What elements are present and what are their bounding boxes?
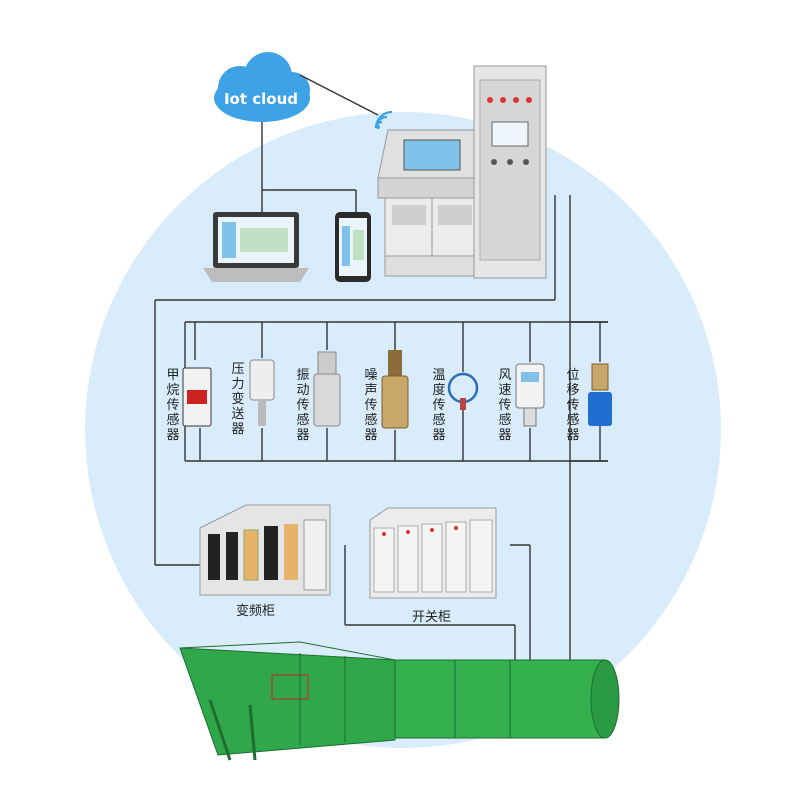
phone-icon (335, 212, 371, 282)
methane-sensor-icon (182, 367, 212, 427)
switch-cabinet-label: 开关柜 (412, 610, 452, 625)
laptop-icon (203, 212, 309, 282)
cloud-icon (214, 52, 310, 122)
sensor-label-methane: 甲烷传感器 (166, 368, 180, 443)
switch-cabinet (369, 507, 497, 599)
windspeed-sensor-icon (515, 363, 545, 427)
sensor-label-windspeed: 风速传感器 (498, 368, 512, 443)
temperature-sensor-icon (447, 372, 479, 410)
cloud-label: Iot cloud (223, 90, 299, 108)
plc-cabinet (473, 65, 547, 279)
sensor-label-temperature: 温度传感器 (432, 368, 446, 443)
displacement-sensor-icon (588, 363, 612, 426)
sensor-label-displacement: 位移传感器 (566, 368, 580, 443)
control-console (377, 129, 487, 277)
pressure-transmitter-icon (249, 359, 275, 426)
sensor-label-vibration: 振动传感器 (296, 368, 310, 443)
sensor-label-pressure: 压力变送器 (231, 362, 245, 437)
vfd-cabinet (199, 504, 331, 596)
vfd-cabinet-label: 变频柜 (236, 604, 276, 619)
sensor-label-noise: 噪声传感器 (364, 368, 378, 443)
noise-sensor-icon (381, 350, 409, 429)
vibration-sensor-icon (313, 351, 341, 427)
mine-fan (179, 641, 620, 761)
